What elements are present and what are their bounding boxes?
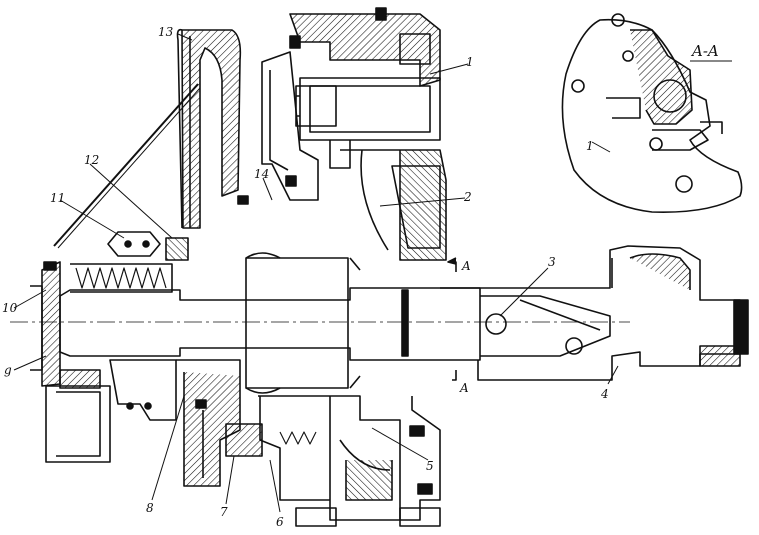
left-spring-assembly — [30, 83, 201, 387]
callout-3: 3 — [548, 255, 556, 269]
section-mark-lower: A — [459, 381, 469, 395]
section-title: A-A — [690, 42, 719, 60]
callouts: 1 2 3 4 5 6 7 8 g 10 11 12 13 14 1 A-A A… — [2, 25, 732, 529]
leader-lines — [13, 33, 619, 513]
bolts — [43, 7, 433, 495]
callout-5: 5 — [426, 459, 434, 473]
callout-8: 8 — [146, 501, 154, 515]
callout-4: 4 — [600, 387, 609, 401]
callout-11: 11 — [50, 191, 65, 205]
callout-12: 12 — [84, 153, 99, 167]
callout-9: g — [4, 363, 12, 377]
callout-1: 1 — [466, 55, 474, 69]
callout-14: 14 — [254, 167, 269, 181]
callout-inset-1: 1 — [586, 139, 594, 153]
upper-shaft — [295, 33, 431, 127]
callout-13: 13 — [158, 25, 174, 39]
axle-housing — [440, 245, 749, 381]
callout-2: 2 — [463, 190, 472, 204]
section-a-a-view — [561, 13, 743, 213]
lower-gear-case — [225, 395, 441, 527]
upper-housing — [261, 13, 447, 261]
main-shaft — [10, 252, 630, 394]
callout-6: 6 — [276, 515, 284, 529]
section-mark-upper: A — [461, 259, 471, 273]
lower-left-housing — [45, 359, 241, 463]
section-arrows — [447, 257, 457, 381]
callout-10: 10 — [2, 301, 18, 315]
callout-7: 7 — [220, 505, 228, 519]
